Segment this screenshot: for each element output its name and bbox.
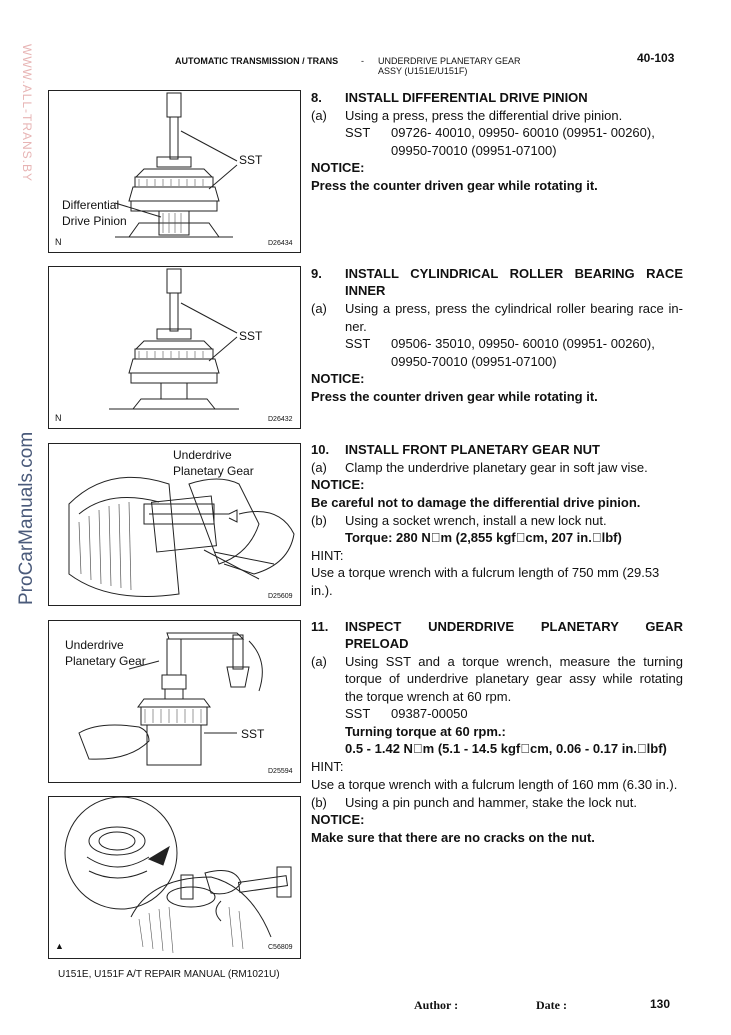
step-10-torque: Torque: 280 N m (2,855 kgf cm, 207 in. l… xyxy=(345,530,622,545)
step-10a-label: (a) xyxy=(311,460,327,475)
step-9-sst-line1: 09506- 35010, 09950- 60010 (09951- 00260… xyxy=(391,336,655,351)
step-9a-line1: Using a press, press the cylindrical rol… xyxy=(345,301,683,316)
figure-illustration xyxy=(68,476,295,597)
step-8-sst-line1: 09726- 40010, 09950- 60010 (09951- 00260… xyxy=(391,125,655,140)
step-10-title: INSTALL FRONT PLANETARY GEAR NUT xyxy=(345,442,600,457)
step-9-notice-text: Press the counter driven gear while rota… xyxy=(311,389,598,404)
figure-label-planetary-gear: Planetary Gear xyxy=(65,654,146,668)
footer-manual: U151E, U151F A/T REPAIR MANUAL (RM1021U) xyxy=(58,969,280,980)
step-9-sst-line2: 09950-70010 (09951-07100) xyxy=(391,354,557,369)
figure-label-differential: Differential xyxy=(62,198,120,212)
figure-label-sst: SST xyxy=(241,727,265,741)
step-9-sst-label: SST xyxy=(345,336,371,351)
figure-code: D25594 xyxy=(268,768,293,775)
step-11-sst-label: SST xyxy=(345,706,371,721)
step-9-number: 9. xyxy=(311,266,322,281)
step-11-hint-label: HINT: xyxy=(311,759,344,774)
figure-illustration xyxy=(109,268,239,410)
step-10-hint-label: HINT: xyxy=(311,548,344,563)
figure-label-sst: SST xyxy=(239,329,263,343)
step-10-notice-text: Be careful not to damage the differentia… xyxy=(311,495,641,510)
header-dash: - xyxy=(361,56,364,66)
step-11-title-line1: INSPECT UNDERDRIVE PLANETARY GEAR xyxy=(345,619,683,634)
figure-label-underdrive: Underdrive xyxy=(173,448,232,462)
step-11-title-line2: PRELOAD xyxy=(345,636,409,651)
step-11-notice-label: NOTICE: xyxy=(311,812,365,827)
step-9-notice-label: NOTICE: xyxy=(311,371,365,386)
step-10-hint-line1: Use a torque wrench with a fulcrum lengt… xyxy=(311,565,660,580)
figure-corner-icon: ▲ xyxy=(55,941,64,951)
header-section: AUTOMATIC TRANSMISSION / TRANS xyxy=(175,56,339,66)
step-11-hint-text: Use a torque wrench with a fulcrum lengt… xyxy=(311,777,678,792)
page-number: 40-103 xyxy=(637,51,675,65)
figure-code: D26432 xyxy=(268,416,293,423)
step-11a-label: (a) xyxy=(311,654,327,669)
step-9a-label: (a) xyxy=(311,301,327,316)
figure-illustration xyxy=(78,632,263,766)
step-9-title-line2: INNER xyxy=(345,283,386,298)
figure-code: C56809 xyxy=(268,944,293,951)
figure-label-sst: SST xyxy=(239,153,263,167)
figure-illustration xyxy=(114,92,238,238)
step-11b-text: Using a pin punch and hammer, stake the … xyxy=(345,795,637,810)
step-11-sst-value: 09387-00050 xyxy=(391,706,468,721)
figure-front-planetary-nut: Underdrive Planetary Gear D25609 xyxy=(48,443,301,606)
step-8a-text: Using a press, press the differential dr… xyxy=(345,108,623,123)
figure-illustration xyxy=(64,797,292,954)
figure-label-underdrive: Underdrive xyxy=(65,638,124,652)
step-8-notice-label: NOTICE: xyxy=(311,160,365,175)
figure-roller-bearing-race: SST N D26432 xyxy=(48,266,301,429)
step-11a-line1: Using SST and a torque wrench, measure t… xyxy=(345,654,683,669)
step-8-number: 8. xyxy=(311,90,322,105)
step-9-title-line1: INSTALL CYLINDRICAL ROLLER BEARING RACE xyxy=(345,266,683,281)
footer-page-number: 130 xyxy=(650,997,671,1011)
figure-corner-n: N xyxy=(55,237,62,247)
step-11-turning-label: Turning torque at 60 rpm.: xyxy=(345,724,506,739)
step-8-notice-text: Press the counter driven gear while rota… xyxy=(311,178,598,193)
step-11b-label: (b) xyxy=(311,795,327,810)
step-11a-line2: torque of underdrive planetary gear assy… xyxy=(345,671,683,686)
watermark-procarmanuals: ProCarManuals.com xyxy=(16,431,37,605)
header-title-line2: ASSY (U151E/U151F) xyxy=(378,66,468,76)
figure-preload-inspect: Underdrive Planetary Gear SST D25594 xyxy=(48,620,301,783)
step-11-notice-text: Make sure that there are no cracks on th… xyxy=(311,830,595,845)
step-10-notice-label: NOTICE: xyxy=(311,477,365,492)
figure-differential-drive-pinion: SST Differential Drive Pinion N D26434 xyxy=(48,90,301,253)
footer-date-label: Date : xyxy=(536,998,567,1012)
figure-corner-n: N xyxy=(55,413,62,423)
step-10a-text: Clamp the underdrive planetary gear in s… xyxy=(345,460,648,475)
step-8a-label: (a) xyxy=(311,108,327,123)
step-10b-text: Using a socket wrench, install a new loc… xyxy=(345,513,607,528)
step-11-number: 11. xyxy=(311,619,329,634)
header-title-line1: UNDERDRIVE PLANETARY GEAR xyxy=(378,56,521,66)
step-8-title: INSTALL DIFFERENTIAL DRIVE PINION xyxy=(345,90,588,105)
step-8-sst-label: SST xyxy=(345,125,371,140)
step-9a-line2: ner. xyxy=(345,319,367,334)
step-8-sst-line2: 09950-70010 (09951-07100) xyxy=(391,143,557,158)
watermark-all-trans: WWW.ALL-TRANS.BY xyxy=(20,44,34,183)
step-10b-label: (b) xyxy=(311,513,327,528)
step-11-turning-value: 0.5 - 1.42 N m (5.1 - 14.5 kgf cm, 0.06 … xyxy=(345,741,667,756)
step-10-number: 10. xyxy=(311,442,330,457)
figure-code: D26434 xyxy=(268,240,293,247)
step-10-hint-line2: in.). xyxy=(311,583,333,598)
step-11a-line3: the torque wrench at 60 rpm. xyxy=(345,689,512,704)
footer-author-label: Author : xyxy=(414,998,459,1012)
figure-label-drive-pinion: Drive Pinion xyxy=(62,214,127,228)
figure-stake-lock-nut: ▲ C56809 xyxy=(48,796,301,959)
figure-code: D25609 xyxy=(268,593,293,600)
figure-label-planetary-gear: Planetary Gear xyxy=(173,464,254,478)
